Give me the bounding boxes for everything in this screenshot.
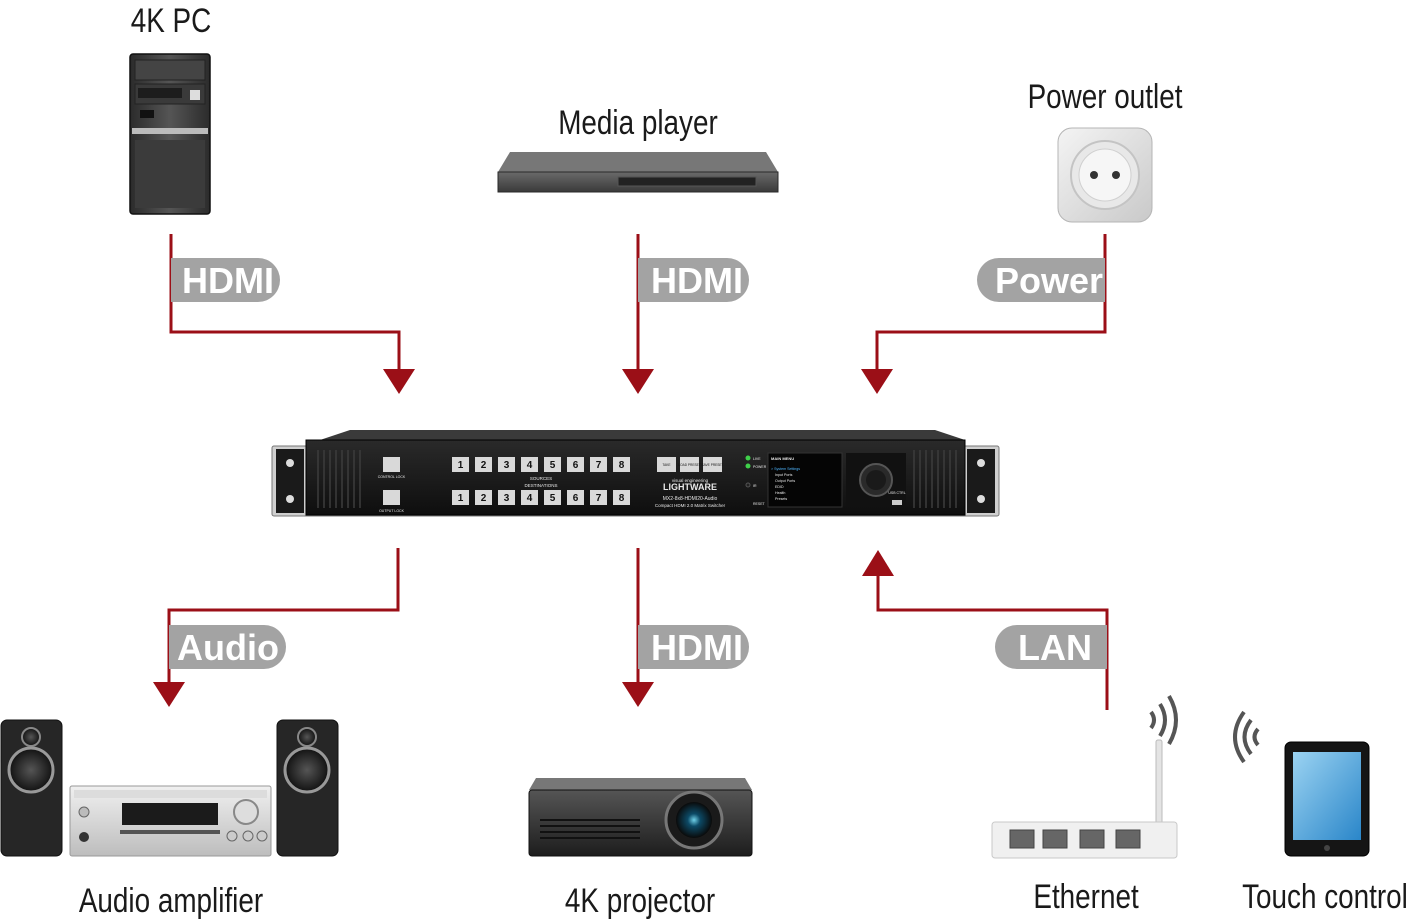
audio-pill: Audio (169, 625, 286, 669)
output-lock-label: OUTPUT LOCK (379, 509, 404, 513)
matrix-switcher: CONTROL LOCK OUTPUT LOCK 1 2 3 4 5 6 7 8… (271, 430, 1000, 517)
left-speaker-icon (0, 719, 63, 857)
lan-label: LAN (1018, 627, 1092, 668)
live-led-label: LIVE (753, 457, 761, 461)
control-lock-button (383, 457, 400, 472)
dest-button-2: 2 (481, 493, 487, 504)
source-button-4: 4 (527, 460, 533, 471)
model-description: Compact HDMI 2.0 Matrix Switcher (655, 503, 726, 508)
menu-item-1: > System Settings (771, 467, 800, 471)
media-player-hdmi-label: HDMI (651, 260, 743, 301)
tagline: visual engineering (672, 478, 709, 483)
dest-button-8: 8 (619, 493, 625, 504)
source-button-8: 8 (619, 460, 625, 471)
menu-item-4: EDID (775, 485, 784, 489)
source-button-5: 5 (550, 460, 556, 471)
save-preset-label: SAVE PRESET (702, 463, 724, 467)
power-outlet-icon (1057, 127, 1153, 223)
audio-amplifier-label: Audio amplifier (79, 881, 263, 919)
source-button-2: 2 (481, 460, 487, 471)
media-player-icon (497, 152, 779, 193)
preset-buttons: TAKE LOAD PRESET SAVE PRESET (657, 457, 724, 472)
load-preset-label: LOAD PRESET (678, 463, 700, 467)
menu-item-3: Output Ports (775, 479, 795, 483)
power-label: Power (995, 260, 1103, 301)
audio-label: Audio (177, 627, 279, 668)
power-pill: Power (977, 258, 1105, 302)
power-led-label: POWER (753, 465, 767, 469)
router-icon (991, 694, 1178, 859)
pc-tower-icon (129, 53, 211, 215)
media-player-hdmi-pill: HDMI (638, 258, 749, 302)
ir-label: IR (753, 484, 757, 488)
ir-sensor (745, 482, 751, 488)
amplifier-icon (69, 785, 272, 857)
source-button-7: 7 (596, 460, 602, 471)
destination-buttons: 1 2 3 4 5 6 7 8 (452, 490, 630, 505)
media-player-hdmi-wire (622, 234, 654, 394)
source-button-1: 1 (458, 460, 464, 471)
lan-pill: LAN (995, 625, 1107, 669)
touch-control-label: Touch control (1242, 877, 1408, 915)
dest-button-5: 5 (550, 493, 556, 504)
source-buttons: 1 2 3 4 5 6 7 8 (452, 457, 630, 472)
source-button-6: 6 (573, 460, 579, 471)
output-lock-button (383, 490, 400, 505)
projector-label: 4K projector (565, 881, 715, 919)
pc-hdmi-label: HDMI (182, 260, 274, 301)
control-lock-label: CONTROL LOCK (378, 475, 406, 479)
ethernet-label: Ethernet (1033, 877, 1139, 915)
model-name: MX2-8x8-HDMI20-Audio (663, 496, 718, 502)
dest-button-4: 4 (527, 493, 533, 504)
menu-item-6: Presets (775, 497, 787, 501)
menu-item-5: Health (775, 491, 785, 495)
dest-button-6: 6 (573, 493, 579, 504)
pc-label: 4K PC (131, 1, 212, 39)
usb-port-icon (892, 500, 902, 505)
power-outlet-label: Power outlet (1028, 77, 1183, 115)
projector-icon (528, 778, 753, 857)
pc-hdmi-pill: HDMI (171, 258, 280, 302)
projector-hdmi-label: HDMI (651, 627, 743, 668)
projector-hdmi-pill: HDMI (638, 625, 749, 669)
destinations-label: DESTINATIONS (525, 483, 558, 488)
dest-button-1: 1 (458, 493, 464, 504)
power-led (745, 463, 751, 469)
lcd-display (767, 452, 843, 508)
live-led (745, 455, 751, 461)
tablet-icon (1233, 710, 1370, 857)
media-player-label: Media player (558, 103, 718, 141)
menu-item-2: Input Ports (775, 473, 793, 477)
usb-ctrl-label: USB CTRL (888, 491, 905, 495)
reset-label: RESET (753, 502, 766, 506)
menu-title: MAIN MENU (771, 456, 794, 461)
source-button-3: 3 (504, 460, 510, 471)
right-vent (913, 450, 957, 508)
dest-button-7: 7 (596, 493, 602, 504)
dest-button-3: 3 (504, 493, 510, 504)
sources-label: SOURCES (530, 476, 552, 481)
right-speaker-icon (276, 719, 339, 857)
left-vent (317, 450, 361, 508)
take-button-label: TAKE (662, 463, 670, 467)
brand-logo: LIGHTWARE (663, 482, 717, 492)
